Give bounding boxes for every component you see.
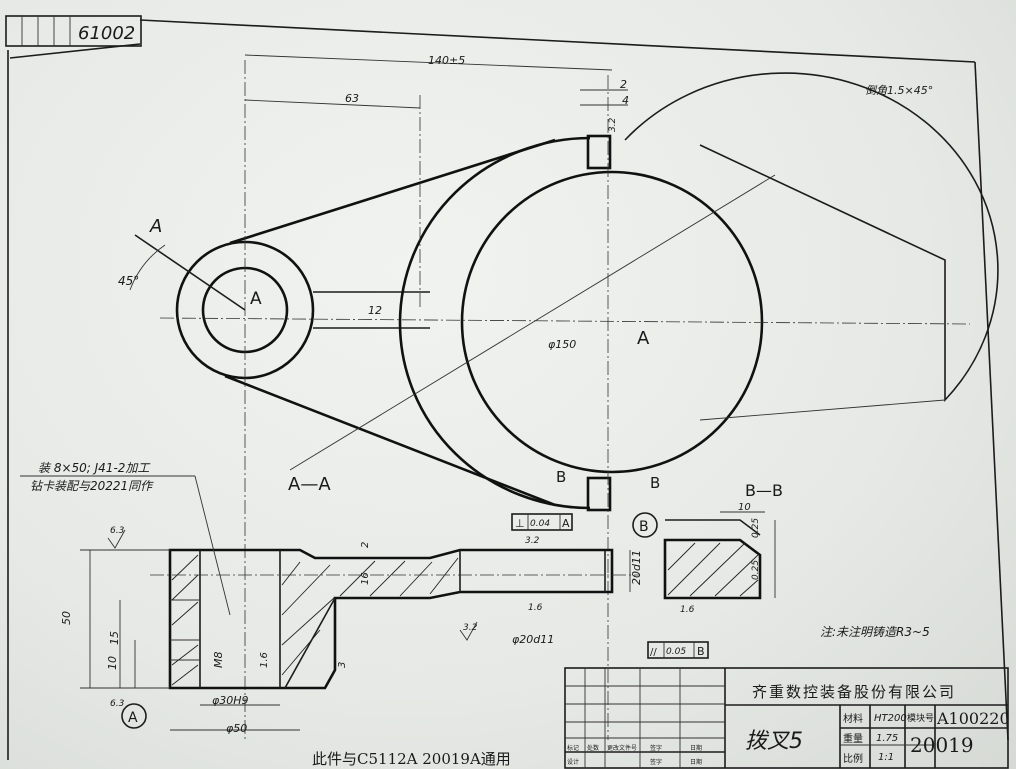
dim-phi30h9: φ30H9 bbox=[212, 694, 249, 707]
top-view bbox=[129, 54, 999, 740]
dim-bb-0-25-a: 0.25 bbox=[751, 518, 761, 538]
dim-bb-10: 10 bbox=[738, 502, 751, 513]
casting-note: 注:未注明铸造R3~5 bbox=[820, 625, 930, 639]
dim-63: 63 bbox=[345, 92, 359, 105]
dim-1-6: 1.6 bbox=[259, 652, 270, 668]
title-block bbox=[564, 667, 1009, 769]
dim-4: 4 bbox=[622, 94, 629, 107]
datum-a-label: A bbox=[128, 710, 138, 726]
roughness-6-3: 6.3 bbox=[110, 526, 125, 536]
weight-label: 重量 bbox=[843, 732, 863, 745]
section-aa-title: A—A bbox=[288, 474, 331, 495]
rev-col-1: 标记 bbox=[567, 744, 579, 752]
fork-bore-circle bbox=[460, 170, 764, 474]
roughness-1-6-b: 1.6 bbox=[680, 605, 695, 615]
scale-value: 1:1 bbox=[878, 752, 894, 763]
rev-col-3: 更改文件号 bbox=[607, 744, 637, 752]
dim-20d11: 20d11 bbox=[630, 550, 643, 585]
label-a-hub: A bbox=[250, 289, 262, 309]
drawing-number: 61002 bbox=[78, 23, 135, 44]
datum-b-label: B bbox=[639, 519, 649, 535]
roughness-1-6-a: 1.6 bbox=[528, 603, 543, 613]
dim-angle45: 45° bbox=[118, 274, 139, 288]
svg-text:A: A bbox=[562, 517, 570, 530]
label-a-center: A bbox=[637, 328, 650, 349]
dim-10: 10 bbox=[106, 656, 119, 670]
scale-label: 比例 bbox=[843, 752, 863, 765]
fork-right-outline bbox=[624, 72, 999, 403]
roughness-3-2-c: 3.2 bbox=[608, 117, 618, 132]
dim-16-vert: 16 bbox=[360, 572, 371, 585]
tolerance-value-2: 0.05 bbox=[666, 647, 686, 657]
section-bb-title: B—B bbox=[745, 481, 783, 500]
dim-phi50: φ50 bbox=[226, 722, 247, 735]
company-name: 齐重数控装备股份有限公司 bbox=[752, 683, 956, 701]
dim-12: 12 bbox=[368, 304, 382, 317]
section-bb-view bbox=[663, 511, 776, 600]
tolerance-frame-perpendicular bbox=[511, 513, 573, 531]
part-number: 20019 bbox=[910, 733, 974, 757]
tolerance-frame-parallel bbox=[647, 641, 709, 659]
dim-phi20d11: φ20d11 bbox=[512, 633, 554, 646]
section-aa-view bbox=[80, 548, 640, 731]
arm-upper bbox=[229, 138, 556, 245]
arm-lower bbox=[224, 374, 556, 507]
chamfer-note: 倒角1.5×45° bbox=[865, 84, 933, 97]
material-label: 材料 bbox=[843, 712, 863, 725]
pin-note-line2: 钻卡装配与20221同作 bbox=[30, 479, 154, 493]
rev-col-5: 日期 bbox=[690, 744, 702, 752]
dim-m8: M8 bbox=[212, 652, 225, 669]
svg-text:B: B bbox=[697, 645, 705, 658]
rev-col-2: 处数 bbox=[587, 744, 599, 752]
dim-2: 2 bbox=[620, 78, 627, 91]
label-a-section-cut: A bbox=[149, 216, 162, 237]
material-value: HT200 bbox=[874, 713, 907, 724]
frame-right bbox=[974, 61, 1009, 741]
dim-15: 15 bbox=[108, 631, 121, 645]
mold-label: 模块号 bbox=[907, 712, 934, 724]
weight-value: 1.75 bbox=[876, 733, 898, 744]
sign-col-3: 日期 bbox=[690, 758, 702, 766]
pin-note-line1: 装 8×50; J41-2加工 bbox=[38, 461, 150, 475]
dim-50-height: 50 bbox=[60, 611, 73, 625]
mold-number: A100220 bbox=[936, 709, 1010, 728]
datum-a-circle bbox=[121, 703, 147, 729]
svg-text:⊥: ⊥ bbox=[515, 517, 525, 530]
dim-3: 3 bbox=[337, 662, 348, 668]
frame-top bbox=[139, 19, 976, 63]
svg-text://: // bbox=[650, 647, 657, 658]
part-name: 拨叉5 bbox=[745, 729, 803, 754]
dim-2-vert: 2 bbox=[360, 542, 371, 548]
roughness-6-3-b: 6.3 bbox=[110, 699, 125, 709]
label-b-right: B bbox=[650, 474, 660, 492]
dim-140: 140±5 bbox=[428, 54, 465, 67]
sign-col-1: 设计 bbox=[567, 758, 579, 766]
drawing-number-box bbox=[5, 15, 142, 47]
rev-col-4: 签字 bbox=[650, 744, 662, 752]
fork-outer-arc bbox=[398, 136, 591, 510]
label-b-left: B bbox=[556, 468, 566, 486]
roughness-3-2-a: 3.2 bbox=[463, 623, 478, 633]
roughness-3-2-b: 3.2 bbox=[525, 536, 540, 546]
bottom-note: 此件与C5112A 20019A通用 bbox=[312, 750, 511, 768]
dim-phi150: φ150 bbox=[548, 338, 576, 351]
dim-bb-0-25-b: 0.25 bbox=[751, 560, 761, 580]
datum-b-circle bbox=[632, 512, 658, 538]
tolerance-value-1: 0.04 bbox=[530, 519, 550, 529]
sign-col-2: 签字 bbox=[650, 758, 662, 766]
